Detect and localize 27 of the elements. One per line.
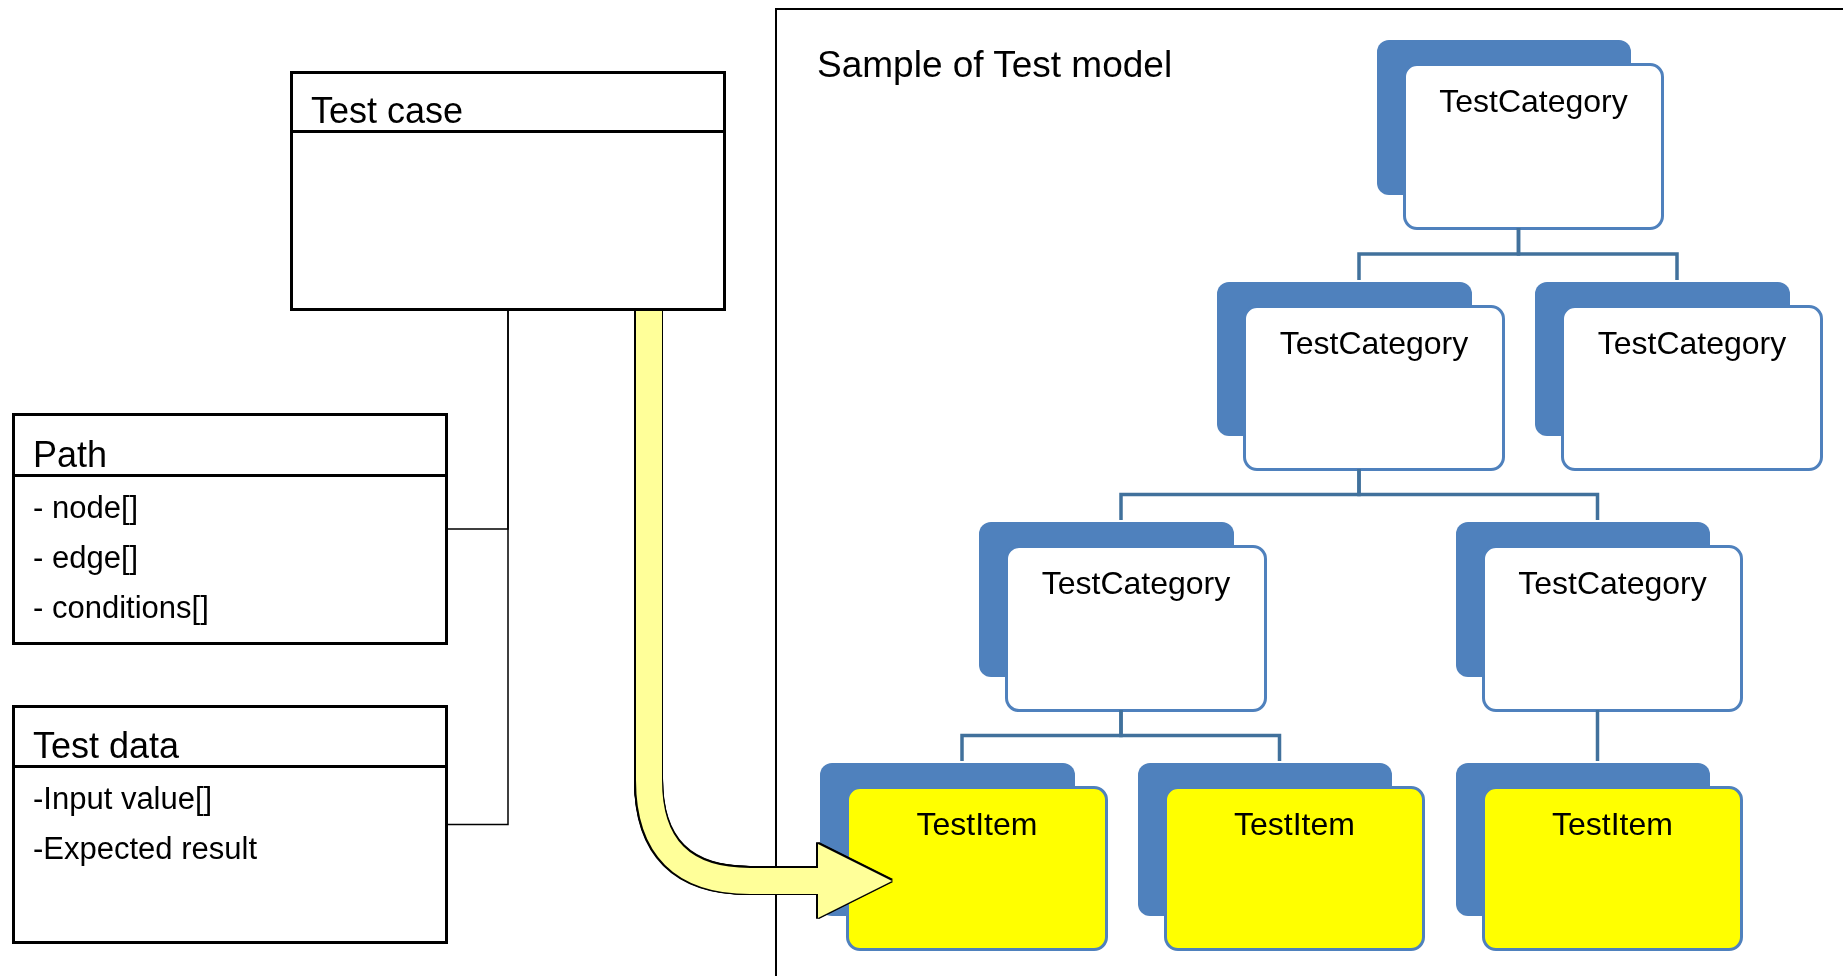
connector-line [1516,228,1679,280]
card-label: TestCategory [1279,324,1469,363]
class-box [12,705,448,944]
class-name: Path [33,436,108,474]
connector-line [447,310,509,826]
class-name: Test data [33,727,180,765]
card-label: TestCategory [1439,82,1628,121]
class-box [290,71,726,311]
card-label: TestItem [916,805,1038,844]
connector-line [1119,710,1282,761]
flow-arrow [636,311,892,918]
card-label: TestCategory [1597,324,1787,363]
class-box [12,413,448,645]
card-label: TestCategory [1041,564,1231,603]
attribute-text: -Input value[] [33,780,213,818]
attribute-text: - conditions[] [33,589,209,627]
attribute-text: - node[] [33,489,139,527]
attribute-text: -Expected result [33,830,257,868]
card-label: TestItem [1234,805,1355,844]
attribute-text: - edge[] [33,539,139,577]
card-label: TestItem [1552,805,1673,844]
card-label: TestCategory [1518,564,1707,603]
connector-line [1357,469,1600,520]
class-name: Test case [311,92,464,130]
connector-line [1595,710,1600,761]
frame-title: Sample of Test model [817,44,1173,86]
model-frame [775,8,1843,976]
